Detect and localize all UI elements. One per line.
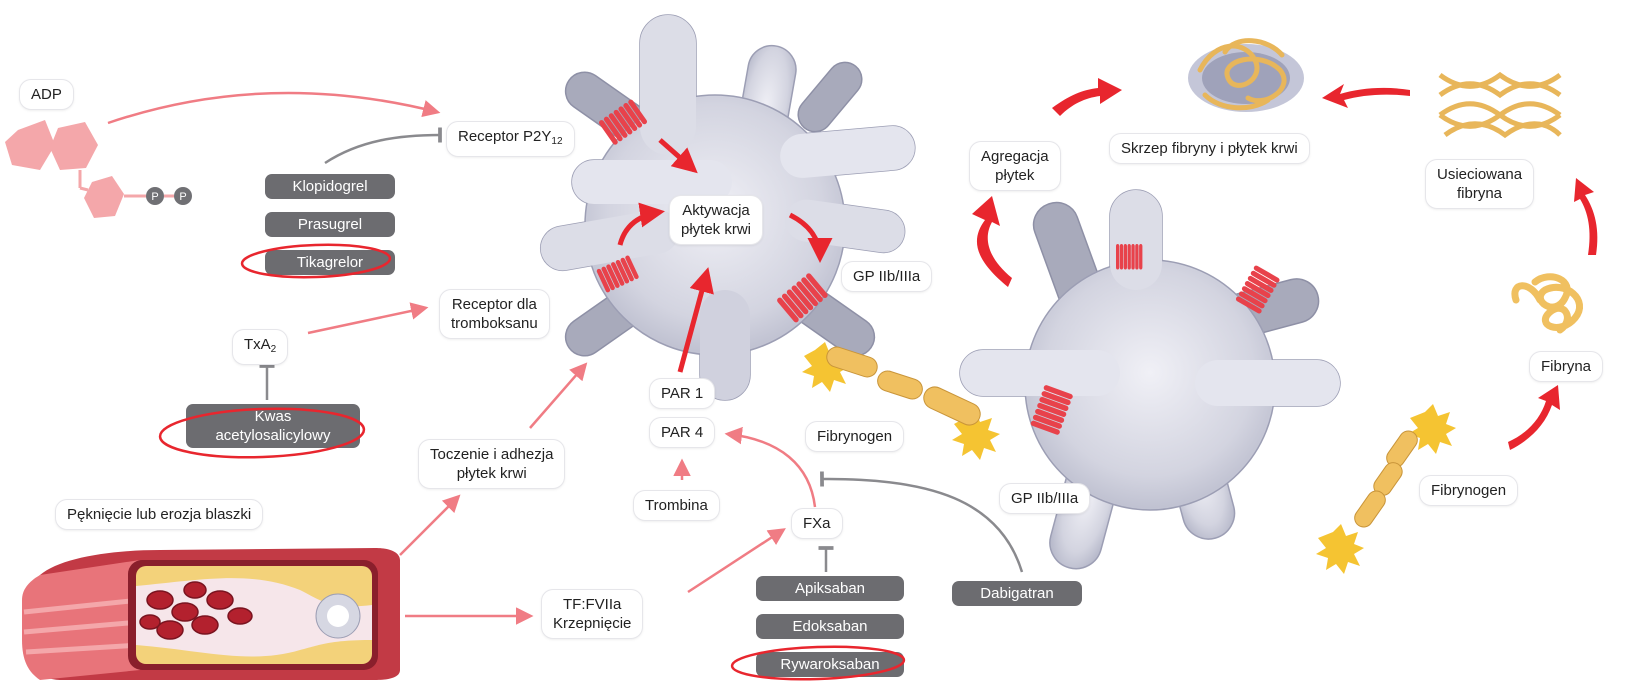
par4-label: PAR 4	[650, 418, 715, 447]
aggregation-up-arrow	[972, 196, 1012, 287]
clot-label: Skrzep fibryny i płytek krwi	[1110, 134, 1309, 163]
crosslinked-fibrin-icon	[1438, 71, 1562, 139]
fibrin-platelet-clot-icon	[1188, 38, 1304, 112]
crosslink-to-clot-arrow	[1322, 84, 1410, 108]
fibrin-strand-icon	[1511, 273, 1584, 334]
fibrinogen-to-fibrin-arrow	[1508, 385, 1560, 450]
clopidogrel-inhibits-p2y12	[324, 127, 442, 165]
rivaroxaban-drug: Rywaroksaban	[756, 652, 904, 677]
plaque-to-adhesion-arrow	[399, 494, 461, 556]
ticagrelor-drug: Tikagrelor	[265, 250, 395, 275]
fibrinogen-center-label: Fibrynogen	[806, 422, 904, 451]
plaque-rupture-label: Pęknięcie lub erozja blaszki	[56, 500, 263, 529]
fibrin-label: Fibryna	[1530, 352, 1603, 381]
big-red-arrows	[972, 78, 1598, 450]
fibrinogen-chain-center-icon	[802, 342, 1000, 460]
apixaban-drug: Apiksaban	[756, 576, 904, 601]
blood-vessel-plaque-icon	[22, 548, 400, 680]
fxa-to-par4-arrow	[724, 426, 817, 508]
gp-iib-iiia-bottom-label: GP IIb/IIIa	[1000, 484, 1090, 513]
activation-arrows	[617, 138, 833, 373]
dabigatran-inhibits-thrombin	[820, 471, 1024, 573]
edoxaban-drug: Edoksaban	[756, 614, 904, 639]
aggregation-to-clot-arrow	[1052, 78, 1122, 116]
clopidogrel-drug: Klopidogrel	[265, 174, 395, 199]
txa2-label: TxA2	[233, 330, 288, 364]
tf-to-fxa-arrow	[687, 528, 786, 594]
phosphate-2-label: P	[179, 191, 186, 203]
txa2-to-receptor-arrow	[307, 302, 429, 335]
adp-label: ADP	[20, 80, 73, 109]
inhibition-lines	[259, 127, 1024, 573]
gp-iib-iiia-top-label: GP IIb/IIIa	[842, 262, 932, 291]
thrombin-label: Trombina	[634, 491, 719, 520]
pathway-arrows	[107, 91, 817, 625]
fibrinogen-chain-right-icon	[1316, 404, 1456, 574]
receptor-p2y12-label: Receptor P2Y12	[447, 122, 574, 156]
fibrinogen-right-label: Fibrynogen	[1420, 476, 1518, 505]
fxa-label: FXa	[792, 509, 842, 538]
aggregating-platelet-right-icon	[959, 189, 1341, 570]
par1-label: PAR 1	[650, 379, 715, 408]
dabigatran-drug: Dabigatran	[952, 581, 1082, 606]
adhesion-to-platelet-arrow	[529, 362, 588, 429]
adp-to-p2y12-arrow	[107, 91, 441, 125]
prasugrel-drug: Prasugrel	[265, 212, 395, 237]
fibrin-to-crosslink-arrow	[1574, 178, 1598, 255]
adp-molecule-icon: P P	[5, 120, 192, 218]
phosphate-1-label: P	[151, 191, 158, 203]
